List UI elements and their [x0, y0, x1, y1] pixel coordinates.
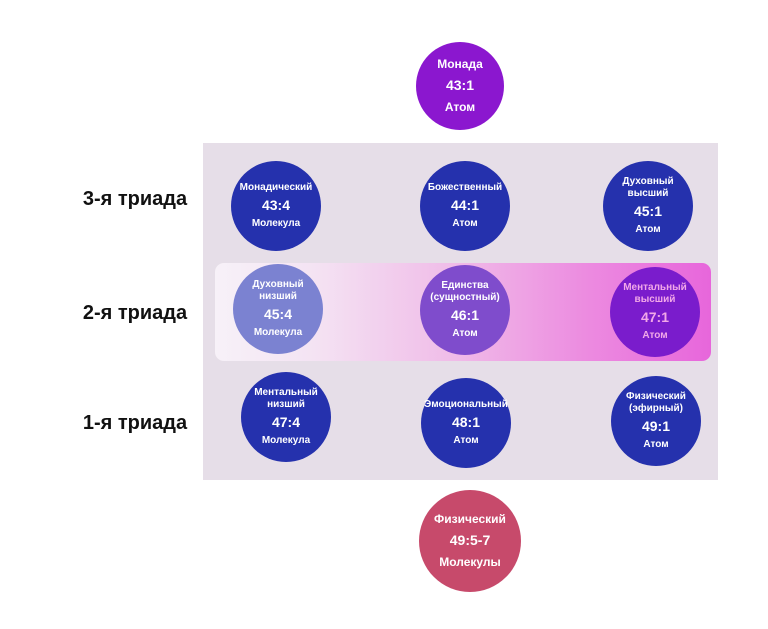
node-name: Монадический: [239, 182, 313, 193]
node-name: Монада: [437, 57, 483, 71]
node-code: 49:1: [641, 418, 671, 434]
node-kind: Атом: [452, 328, 478, 339]
node-code: 45:1: [633, 203, 663, 219]
node-kind: Молекулы: [439, 555, 501, 569]
node-name: Физический (эфирный): [626, 391, 686, 414]
node-name: Эмоциональный: [424, 399, 508, 410]
node-kind: Молекула: [251, 218, 301, 229]
node-name: Единства (сущностный): [430, 280, 500, 303]
node-kind: Атом: [453, 435, 479, 446]
node-kind: Атом: [642, 330, 668, 341]
node-kind: Атом: [452, 218, 478, 229]
node-code: 48:1: [451, 414, 481, 430]
node-unity: Единства (сущностный) 46:1 Атом: [420, 265, 510, 355]
node-name: Божественный: [427, 182, 503, 193]
node-spiritual-lower: Духовный низший 45:4 Молекула: [233, 264, 323, 354]
node-name: Ментальный низший: [254, 387, 318, 410]
node-kind: Атом: [635, 224, 661, 235]
node-code: 44:1: [450, 197, 480, 213]
node-emotional: Эмоциональный 48:1 Атом: [421, 378, 511, 468]
row-label-triad-1: 1-я триада: [82, 412, 188, 434]
node-monad: Монада 43:1 Атом: [416, 42, 504, 130]
node-physical-etheric: Физический (эфирный) 49:1 Атом: [611, 376, 701, 466]
node-code: 47:1: [640, 309, 670, 325]
node-code: 49:5-7: [449, 532, 491, 548]
node-name: Ментальный высший: [623, 282, 687, 305]
node-code: 46:1: [450, 307, 480, 323]
row-label-triad-2: 2-я триада: [82, 302, 188, 324]
node-code: 47:4: [271, 414, 301, 430]
node-physical: Физический 49:5-7 Молекулы: [419, 490, 521, 592]
node-name: Духовный высший: [622, 176, 674, 199]
node-mental-higher: Ментальный высший 47:1 Атом: [610, 267, 700, 357]
node-kind: Молекула: [253, 327, 303, 338]
node-code: 43:4: [261, 197, 291, 213]
node-divine: Божественный 44:1 Атом: [420, 161, 510, 251]
node-kind: Атом: [444, 100, 476, 114]
node-spiritual-higher: Духовный высший 45:1 Атом: [603, 161, 693, 251]
node-name: Физический: [434, 512, 506, 526]
node-name: Духовный низший: [252, 279, 304, 302]
node-monadic: Монадический 43:4 Молекула: [231, 161, 321, 251]
node-kind: Атом: [643, 439, 669, 450]
node-code: 43:1: [445, 77, 475, 93]
node-mental-lower: Ментальный низший 47:4 Молекула: [241, 372, 331, 462]
node-kind: Молекула: [261, 435, 311, 446]
node-code: 45:4: [263, 306, 293, 322]
row-label-triad-3: 3-я триада: [82, 188, 188, 210]
